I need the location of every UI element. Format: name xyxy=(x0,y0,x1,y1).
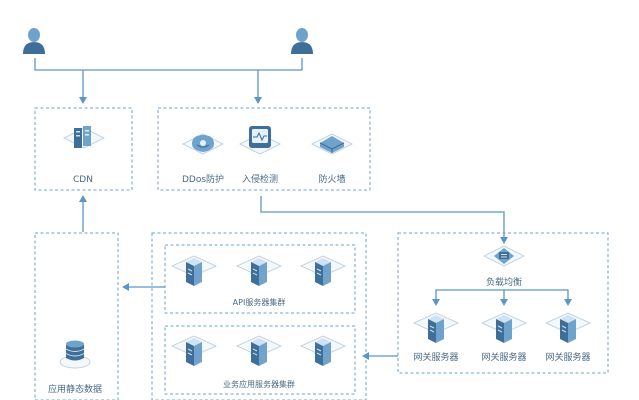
cdn-box xyxy=(34,107,133,191)
biz-cluster-label: 业务应用服务器集群 xyxy=(223,379,295,389)
server-icon xyxy=(171,255,217,287)
gateway-label: 网关服务器 xyxy=(481,351,526,363)
static-data-box xyxy=(34,232,119,400)
load-balancer-icon xyxy=(482,245,526,267)
server-icon xyxy=(481,312,527,344)
security-to-lb-connection xyxy=(260,196,508,244)
ddos-icon xyxy=(181,133,225,155)
ids-label: 入侵检测 xyxy=(242,173,278,185)
api-to-static-connection xyxy=(122,283,165,291)
gateway-box xyxy=(397,232,609,374)
api-cluster-label: API服务器集群 xyxy=(233,297,286,307)
user-icon xyxy=(291,28,313,54)
server-icon xyxy=(300,335,346,367)
lb-to-gateways-connection xyxy=(432,289,572,306)
load-balancer-label: 负载均衡 xyxy=(486,276,522,288)
cdn-label: CDN xyxy=(73,175,93,185)
ids-icon xyxy=(238,126,282,155)
gateway-label: 网关服务器 xyxy=(413,351,458,363)
server-icon xyxy=(236,255,282,287)
cdn-icon xyxy=(62,126,106,149)
security-box xyxy=(157,107,371,191)
server-icon xyxy=(545,312,591,344)
server-icon xyxy=(236,335,282,367)
static-data-label: 应用静态数据 xyxy=(48,383,102,395)
database-icon xyxy=(59,340,91,369)
api-cluster-box xyxy=(164,244,356,314)
user-icon xyxy=(23,28,45,54)
firewall-label: 防火墙 xyxy=(318,173,345,185)
gateway-to-biz-connection xyxy=(362,352,398,360)
ddos-label: DDos防护 xyxy=(182,173,224,185)
biz-cluster-box xyxy=(164,325,356,395)
static-to-cdn-connection xyxy=(79,195,87,232)
server-icon xyxy=(300,255,346,287)
app-servers-box xyxy=(151,232,367,400)
server-icon xyxy=(171,335,217,367)
user-connections xyxy=(34,58,303,104)
firewall-icon xyxy=(310,133,354,155)
gateway-label: 网关服务器 xyxy=(545,351,590,363)
server-icon xyxy=(413,312,459,344)
